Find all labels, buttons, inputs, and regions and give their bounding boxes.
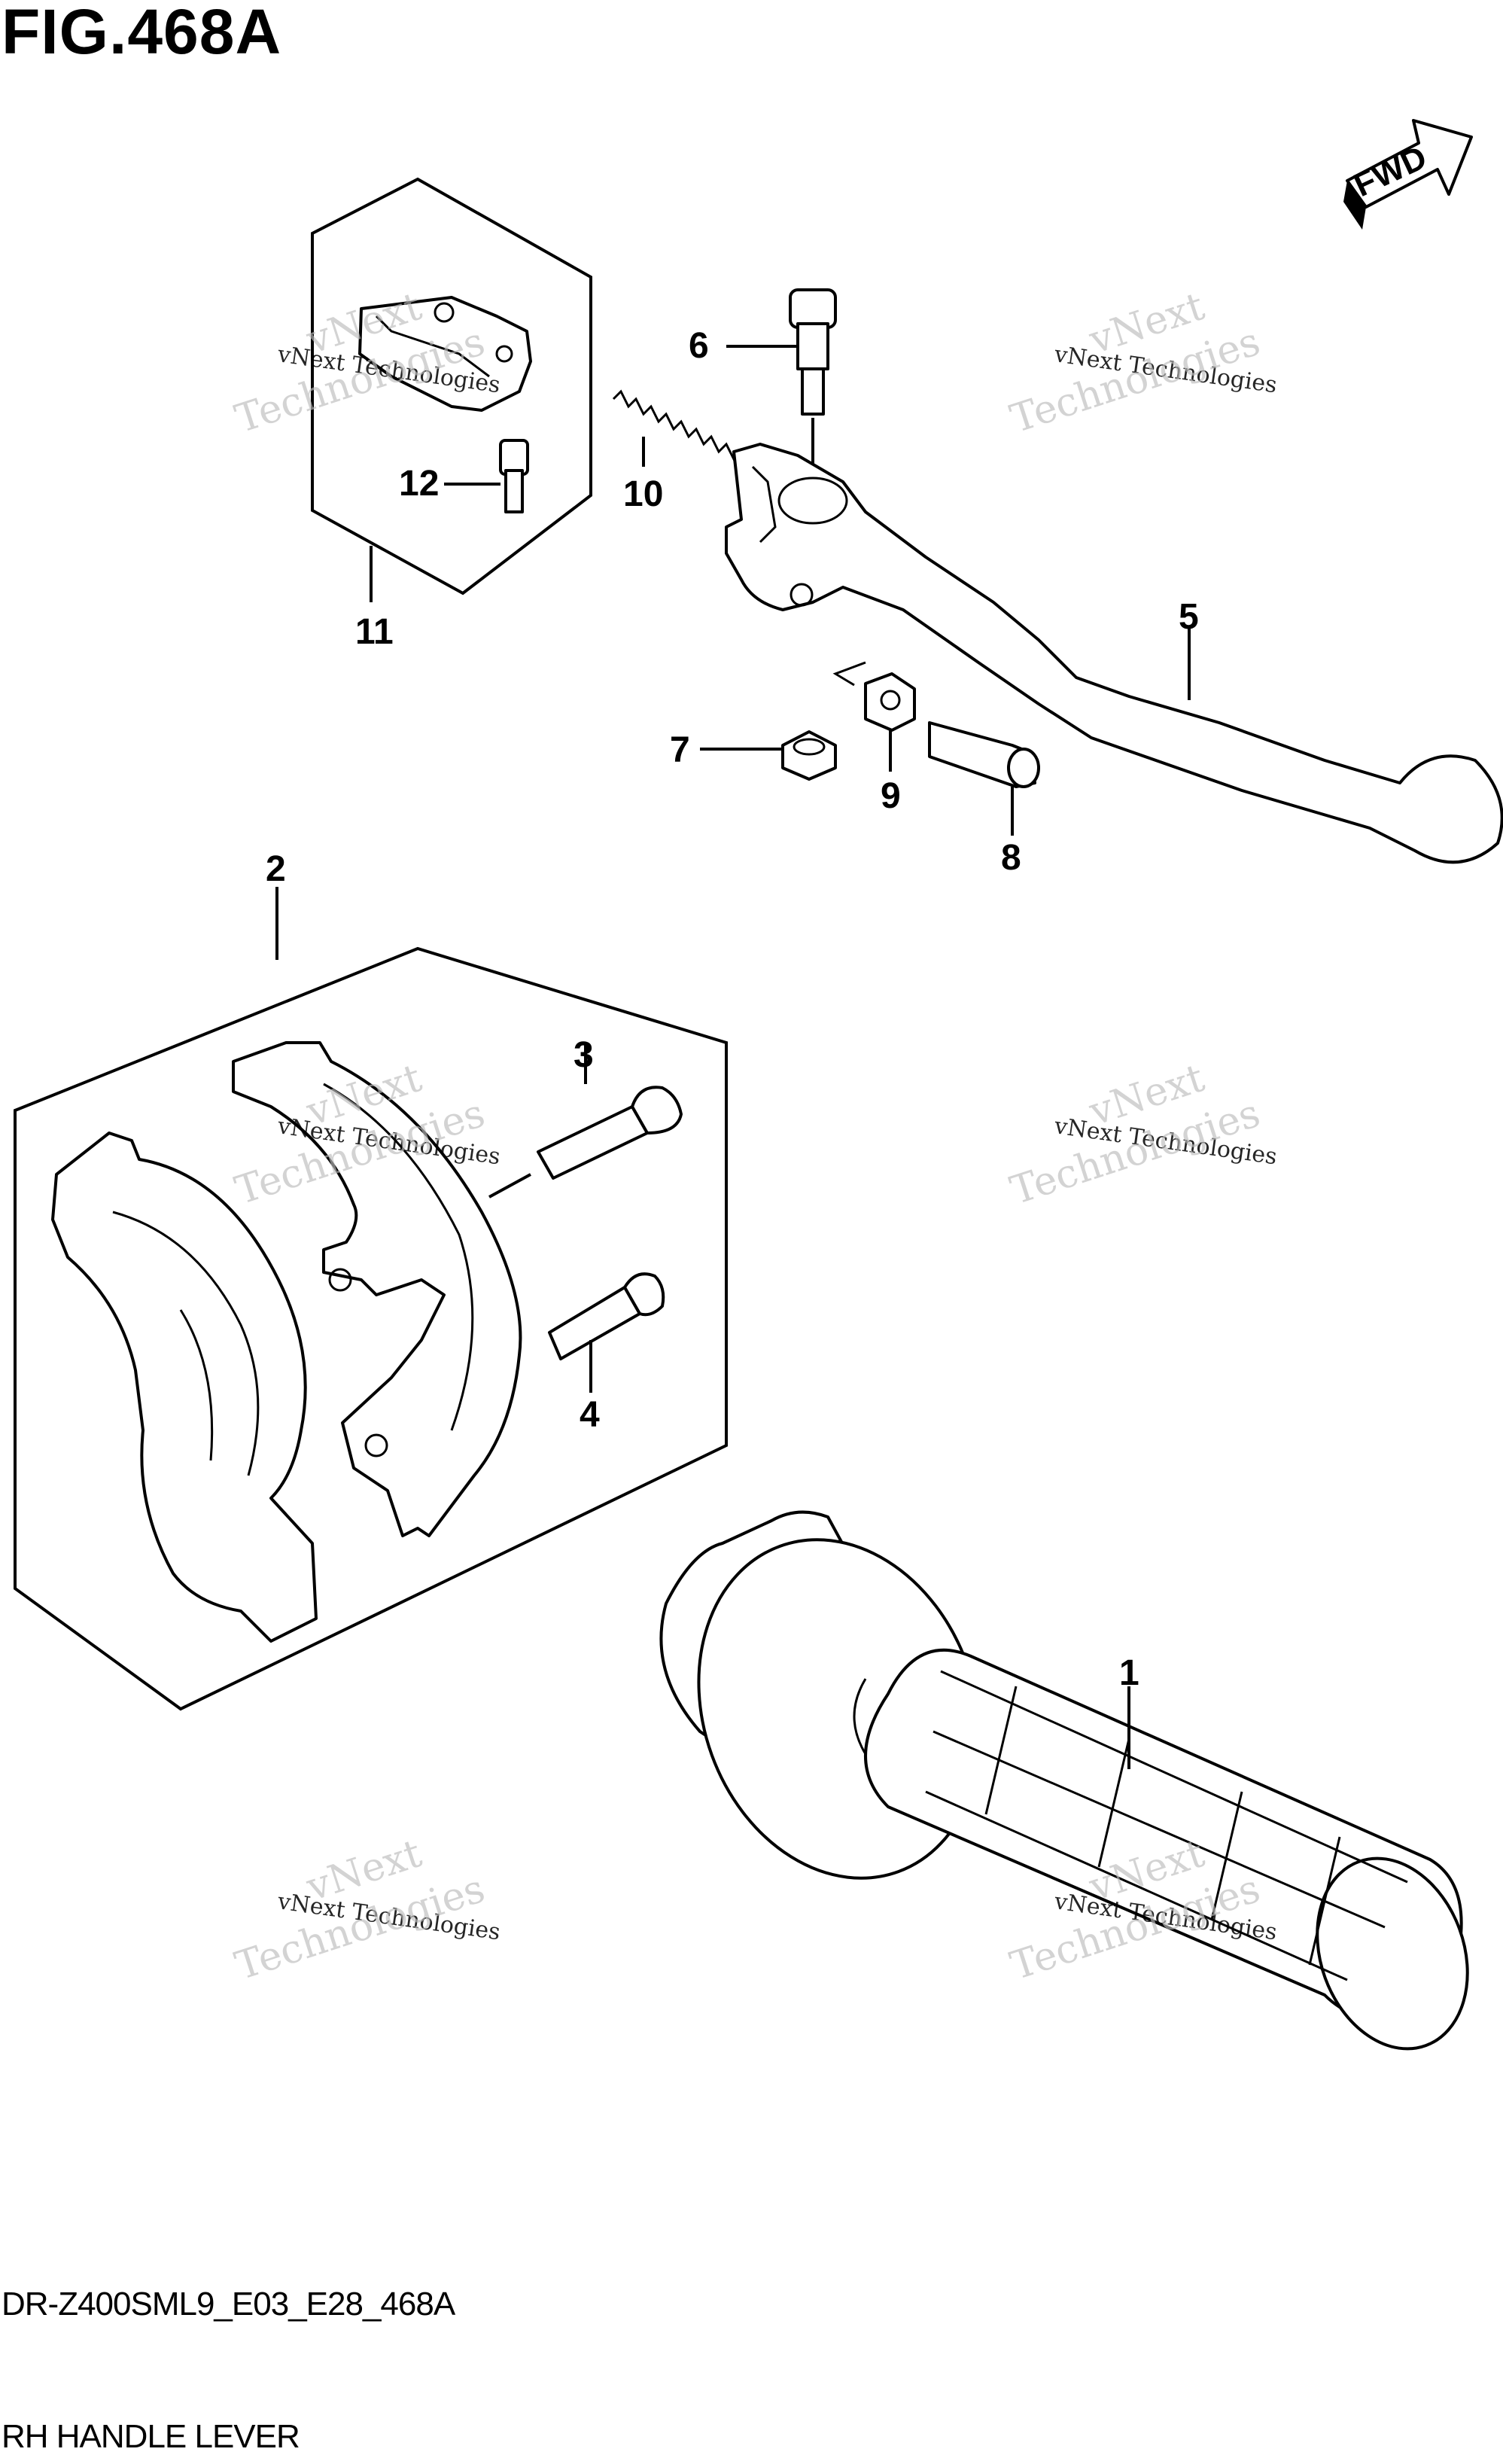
diagram-caption: RH HANDLE LEVER (2, 2418, 300, 2455)
callout-2: 2 (266, 849, 286, 889)
throttle-grip-1-part (659, 1510, 1469, 2051)
screw-4-part (548, 1272, 665, 1393)
nut-9-part (832, 661, 916, 772)
diagram-code: DR-Z400SML9_E03_E28_468A (2, 2286, 455, 2322)
brake-lever-5-part (725, 443, 1503, 864)
screw-12-part (499, 439, 529, 513)
callout-10: 10 (623, 474, 663, 514)
callout-1: 1 (1119, 1653, 1139, 1693)
housing-cover-part (51, 1131, 318, 1643)
screw-3-part (488, 1043, 683, 1198)
watermark-bottom-left: vNext Technologies vNext Technologies (230, 1831, 501, 1989)
callout-9: 9 (881, 776, 901, 816)
fwd-arrow-icon: FWD (1343, 119, 1473, 230)
figure-title: FIG.468A (2, 0, 282, 67)
callout-8: 8 (1001, 838, 1021, 878)
callout-5: 5 (1179, 597, 1199, 637)
pivot-bolt-6-part (726, 288, 837, 497)
housing-group (14, 887, 728, 1711)
bolt-8-part (928, 721, 1040, 836)
callout-6: 6 (689, 326, 709, 366)
nut-7-part (700, 730, 837, 781)
watermark-top-right: vNext Technologies vNext Technologies (1005, 284, 1278, 442)
switch-assembly-group (311, 177, 592, 602)
callout-4: 4 (580, 1395, 600, 1435)
callout-11: 11 (355, 612, 394, 652)
callout-3: 3 (574, 1035, 594, 1075)
spring-10-part (612, 389, 758, 469)
callout-12: 12 (399, 464, 439, 504)
callout-7: 7 (670, 730, 690, 770)
clamp-bracket-part (232, 1041, 522, 1537)
brake-switch-part (358, 296, 532, 412)
watermark-mid-right: vNext Technologies vNext Technologies (1005, 1055, 1278, 1214)
